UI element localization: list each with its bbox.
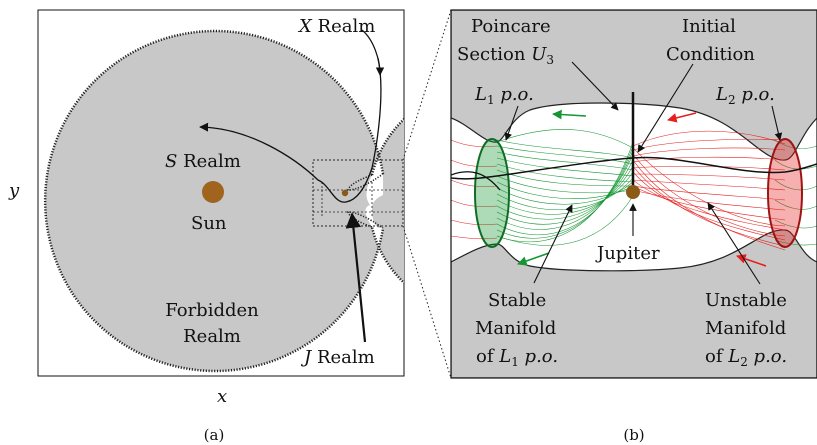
sun-dot <box>202 181 224 203</box>
initial-condition-pointer <box>637 63 694 153</box>
panel-b: Poincare Section U3 Initial Condition L1… <box>450 9 817 444</box>
l1-po-label: L1 p.o. <box>474 84 534 107</box>
stable-manifold-pointer <box>533 204 573 284</box>
sun-label: Sun <box>191 213 227 234</box>
stable-label-2: Manifold <box>475 318 556 339</box>
initial-condition-label-2: Condition <box>666 44 755 65</box>
unstable-label-1: Unstable <box>705 290 787 311</box>
unstable-arrow-bottom <box>736 254 767 267</box>
trajectory-a <box>199 57 382 203</box>
stable-arrow-bottom <box>517 252 550 266</box>
unstable-label-3: of L2 p.o. <box>705 346 787 369</box>
stable-manifold-tube <box>496 129 817 246</box>
caption-b: (b) <box>623 426 644 444</box>
unstable-manifold-pointer <box>707 202 761 285</box>
s-realm-label: S Realm <box>165 151 241 172</box>
poincare-label-2: Section U3 <box>457 44 554 67</box>
zoom-connector-top <box>402 9 452 161</box>
l2-po-label: L2 p.o. <box>715 84 775 107</box>
unstable-arrow-top <box>667 112 697 123</box>
l1-periodic-orbit <box>474 138 510 248</box>
jupiter-label: Jupiter <box>595 243 660 264</box>
outer-boundary <box>43 29 385 373</box>
stable-arrow-top <box>552 109 587 120</box>
zoom-connector-bottom <box>402 225 452 379</box>
stable-label-1: Stable <box>488 290 546 311</box>
forbidden-label-1: Forbidden <box>165 300 259 321</box>
l1-po-pointer <box>504 105 519 141</box>
unstable-label-2: Manifold <box>705 318 786 339</box>
forbidden-label-2: Realm <box>183 326 241 347</box>
initial-condition-label-1: Initial <box>682 16 736 37</box>
l2-periodic-orbit <box>767 138 803 248</box>
jupiter-dot-b <box>626 185 640 199</box>
forbidden-realm <box>45 31 404 371</box>
l2-po-pointer <box>771 105 783 141</box>
jupiter-dot-a <box>341 189 349 197</box>
poincare-pointer <box>571 61 619 111</box>
panel-a: X Realm S Realm Sun Forbidden Realm J Re… <box>8 9 405 444</box>
y-axis-label: y <box>8 180 20 201</box>
panel-b-frame <box>450 9 817 379</box>
x-realm-label: X Realm <box>297 16 375 37</box>
j-realm-arrow <box>345 212 367 343</box>
poincare-label-1: Poincare <box>471 16 551 37</box>
trajectory-b-lower <box>451 171 501 191</box>
x-axis-label: x <box>217 386 227 407</box>
j-realm-label: J Realm <box>300 347 375 368</box>
x-realm-arrow <box>361 29 385 76</box>
stable-label-3: of L1 p.o. <box>476 346 558 369</box>
caption-a: (a) <box>204 426 225 444</box>
